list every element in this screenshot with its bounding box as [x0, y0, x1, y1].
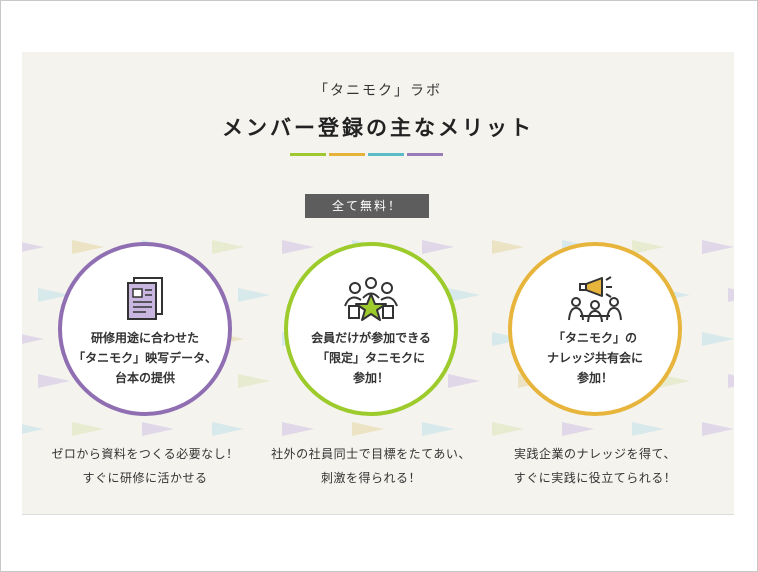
document-icon	[124, 276, 166, 324]
section-title: メンバー登録の主なメリット	[222, 116, 534, 140]
benefit-description: 実践企業のナレッジを得て、 すぐに実践に役立てられる！	[513, 447, 677, 485]
underline-segment-purple	[407, 153, 443, 156]
benefit-description: ゼロから資料をつくる必要なし！ すぐに研修に活かせる	[51, 447, 239, 485]
underline-segment-green	[290, 153, 326, 156]
megaphone-meeting-icon	[566, 276, 624, 328]
benefit-label: 研修用途に合わせた 「タニモク」映写データ、 台本の提供	[73, 331, 217, 385]
underline-segment-yellow	[329, 153, 365, 156]
benefit-card-limited-event: 会員だけが参加できる 「限定」タニモクに 参加！	[284, 242, 458, 416]
benefit-description: 社外の社員同士で目標をたてあい、 刺激を得られる！	[271, 447, 471, 485]
underline-segment-blue	[368, 153, 404, 156]
benefit-label: 会員だけが参加できる 「限定」タニモクに 参加！	[311, 331, 431, 385]
free-badge: 全て無料！	[305, 194, 429, 218]
benefits-panel: 「タニモク」ラボ メンバー登録の主なメリット 全て無料！ 研修用途に合わせた 「…	[22, 52, 734, 514]
title-underline	[290, 153, 443, 156]
section-subtitle: 「タニモク」ラボ	[314, 83, 442, 99]
benefit-card-knowledge-share: 「タニモク」の ナレッジ共有会に 参加！	[508, 242, 682, 416]
benefit-card-materials: 研修用途に合わせた 「タニモク」映写データ、 台本の提供	[58, 242, 232, 416]
group-star-icon	[341, 276, 401, 326]
bottom-divider	[22, 514, 734, 515]
benefit-label: 「タニモク」の ナレッジ共有会に 参加！	[546, 331, 643, 385]
